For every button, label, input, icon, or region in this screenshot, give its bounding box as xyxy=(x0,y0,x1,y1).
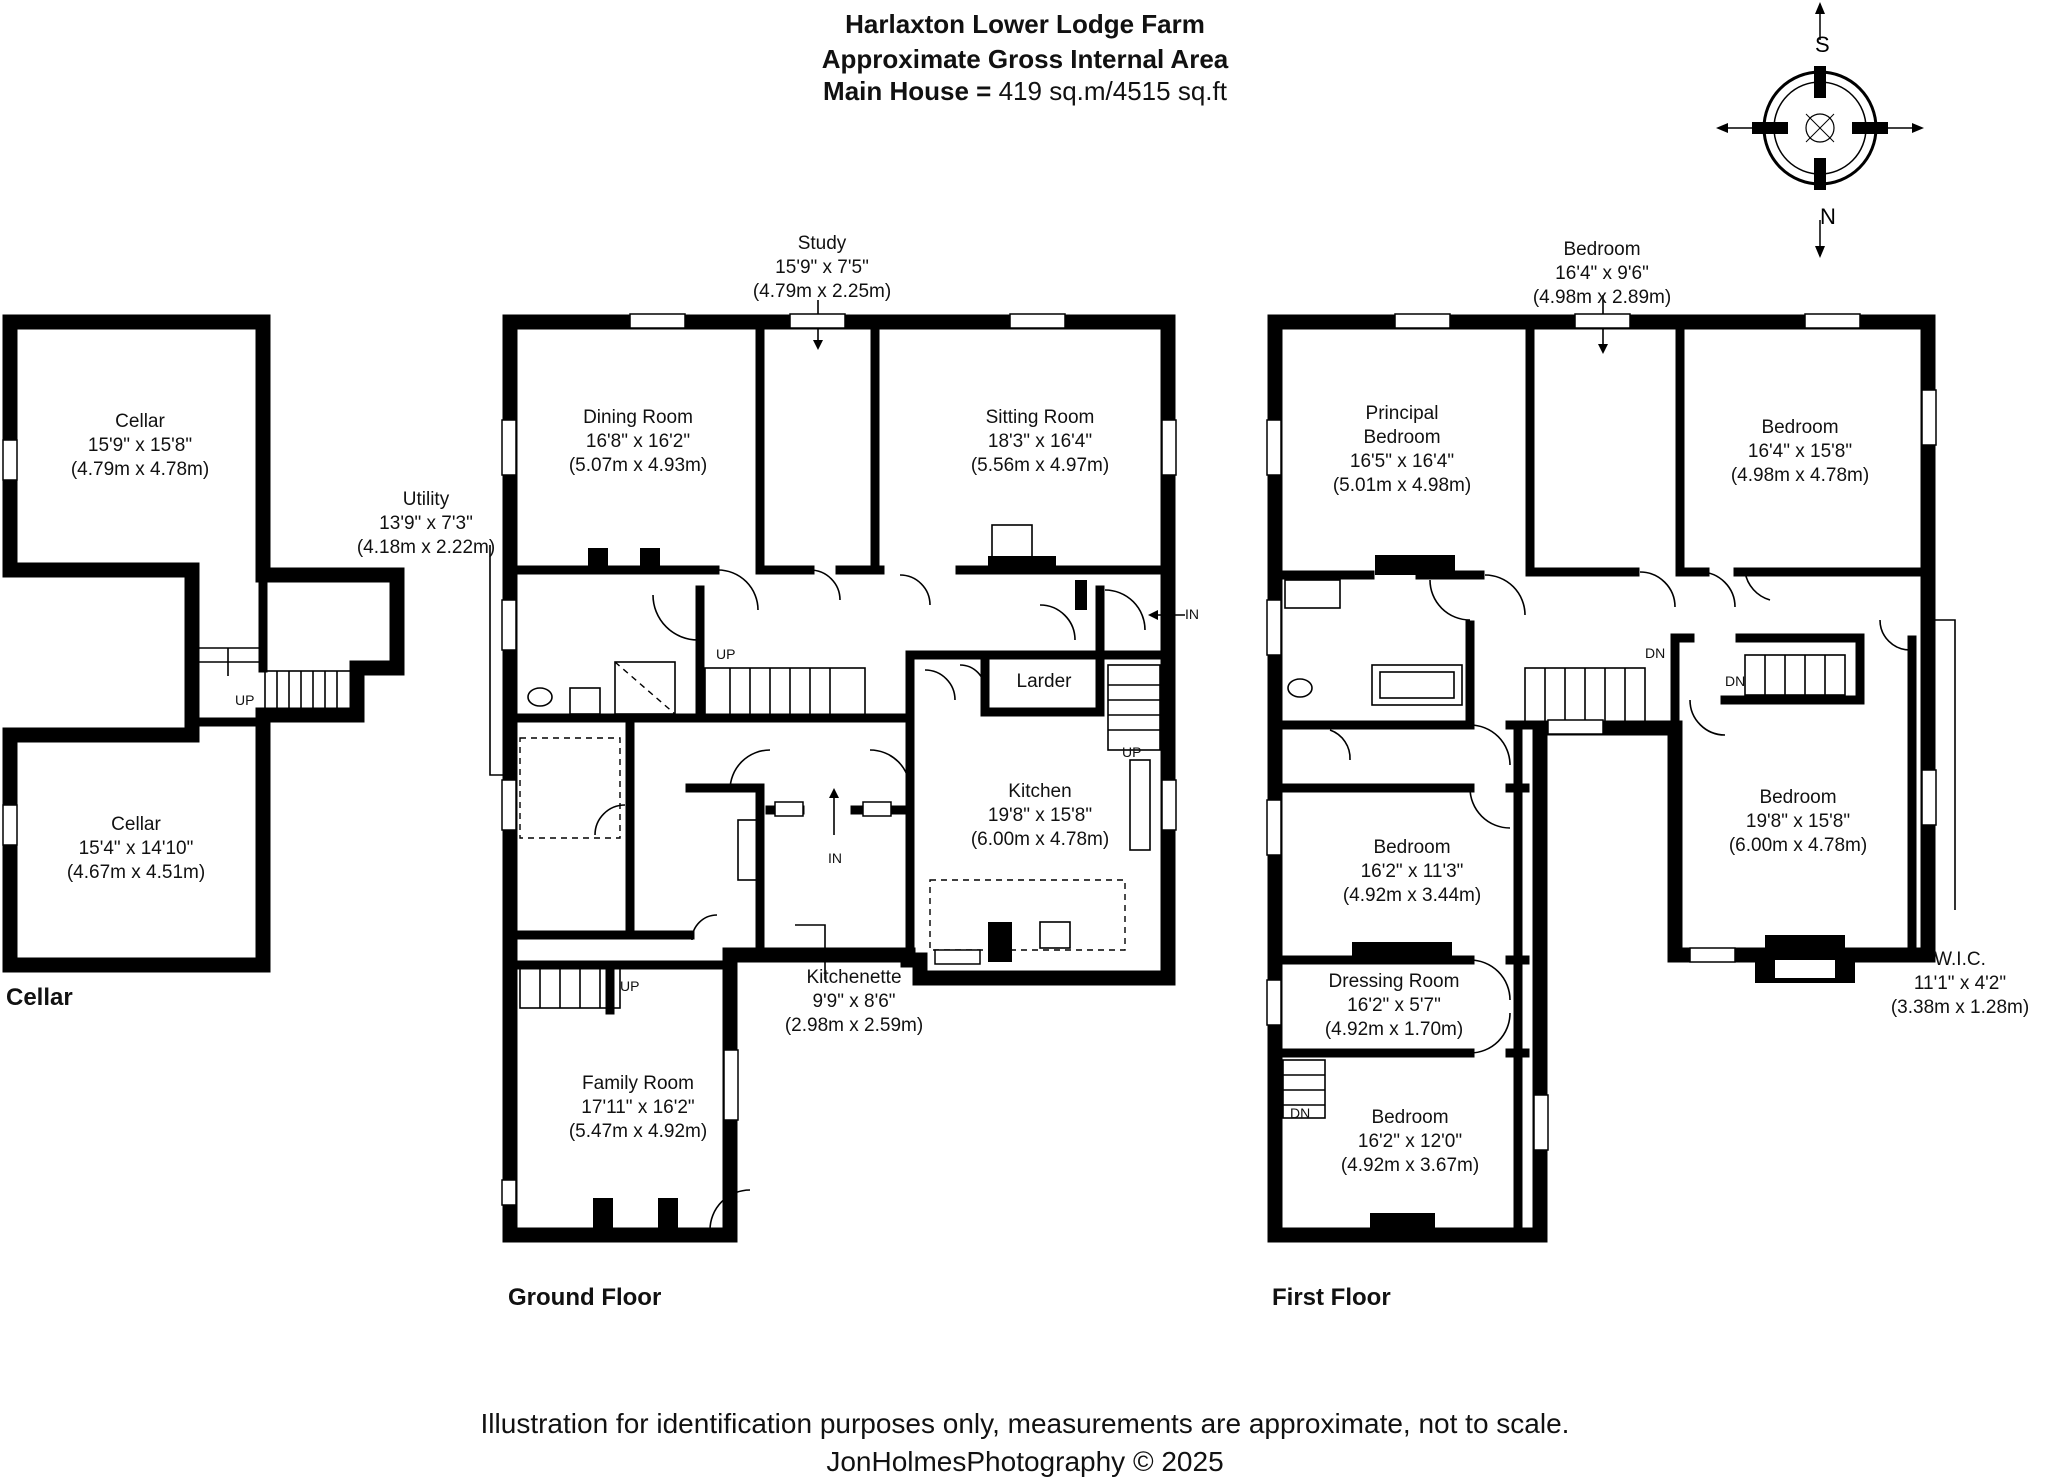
room-walk-in-closet: W.I.C.11'1" x 4'2"(3.38m x 1.28m) xyxy=(1890,949,2030,1018)
compass-bottom-label: N xyxy=(1820,204,1836,229)
stairs-down-marker-east: DN xyxy=(1725,673,1746,689)
area-summary: Main House = 419 sq.m/4515 sq.ft xyxy=(640,75,1410,107)
stairs-up-marker-cellar: UP xyxy=(235,692,255,708)
disclaimer-text: Illustration for identification purposes… xyxy=(480,1408,1570,1439)
plan-subtitle: Approximate Gross Internal Area xyxy=(821,44,1229,74)
area-value: 419 sq.m/4515 sq.ft xyxy=(998,76,1227,106)
stairs-up-marker-hall: UP xyxy=(716,646,736,662)
copyright-credit: JonHolmesPhotography © 2025 xyxy=(826,1446,1224,1477)
floor-title-ground: Ground Floor xyxy=(508,1284,662,1311)
floor-title-cellar: Cellar xyxy=(6,984,73,1011)
first-floor-plan xyxy=(1266,295,1956,1243)
area-label: Main House = xyxy=(823,76,992,106)
floor-title-first: First Floor xyxy=(1272,1284,1391,1311)
entrance-in-marker-east: IN xyxy=(1185,606,1199,622)
compass-top-label: S xyxy=(1815,32,1830,57)
entrance-in-marker-kitchenette: IN xyxy=(828,850,842,866)
cellar-plan xyxy=(2,314,405,973)
stairs-up-marker-kitchen: UP xyxy=(1122,744,1142,760)
room-larder: Larder xyxy=(1016,671,1072,692)
stairs-down-marker-landing: DN xyxy=(1645,645,1666,661)
compass-icon xyxy=(1716,2,1924,258)
ground-floor-plan xyxy=(489,300,1185,1243)
stairs-down-marker-south: DN xyxy=(1290,1105,1311,1121)
stairs-up-marker-family: UP xyxy=(620,978,640,994)
plan-title: Harlaxton Lower Lodge Farm xyxy=(845,9,1205,39)
